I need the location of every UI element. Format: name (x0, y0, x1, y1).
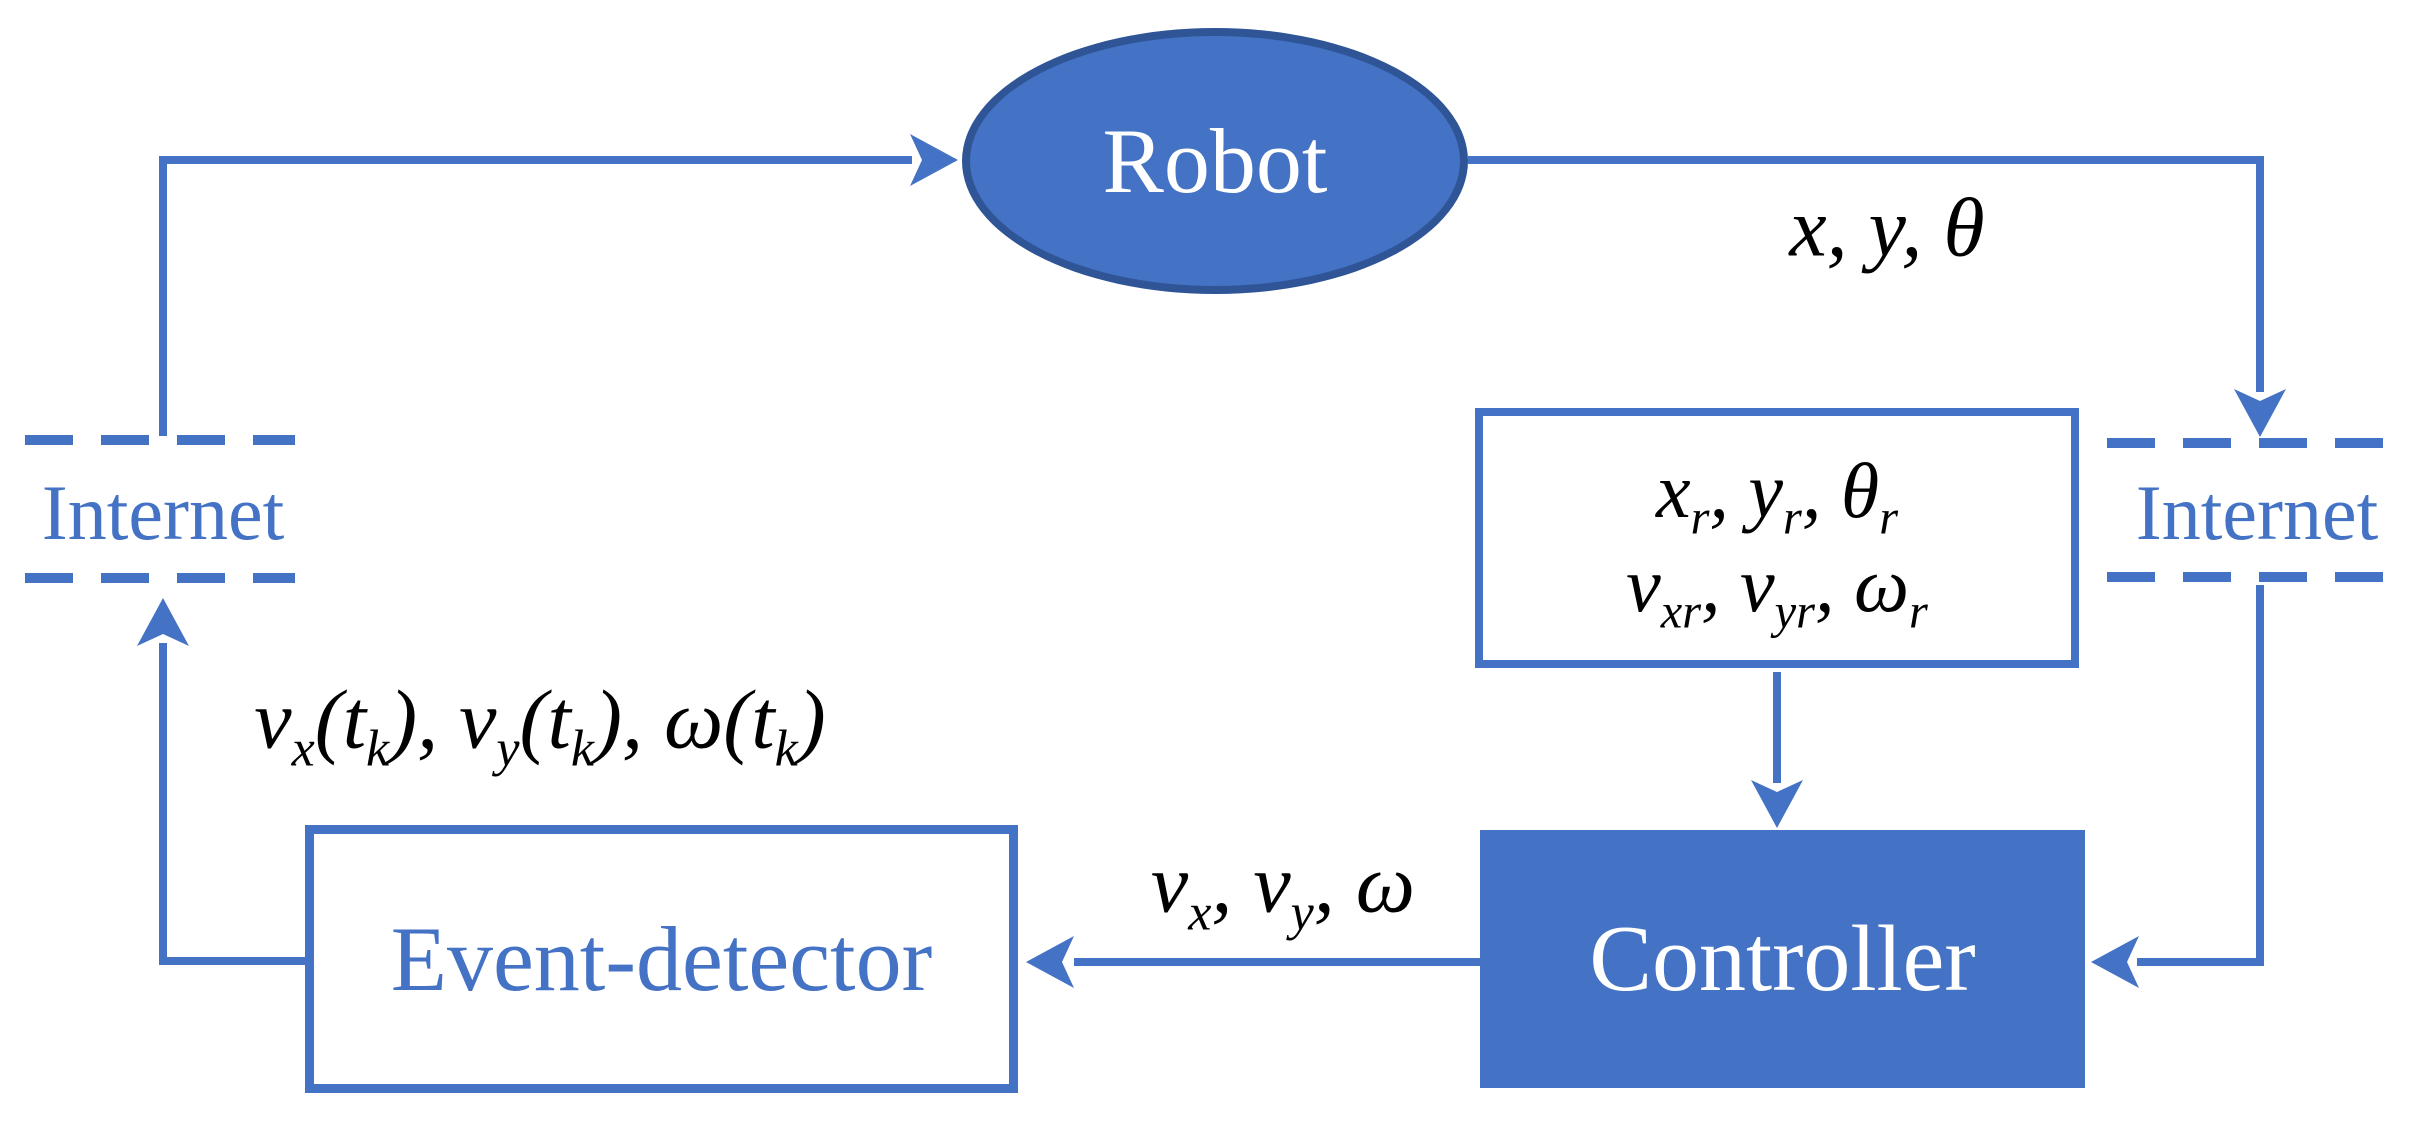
edge-label-robot-output: x, y, θ (1789, 181, 1985, 275)
robot-node: Robot (962, 28, 1468, 294)
event-detector-label: Event-detector (390, 908, 933, 1010)
internet-left-label: Internet (41, 469, 285, 556)
event-detector-node: Event-detector (305, 825, 1018, 1093)
arrowhead-into-internet-right (2234, 389, 2286, 437)
reference-input-box: xr, yr, θr vxr, vyr, ωr (1475, 408, 2079, 668)
arrowhead-into-controller-right (2091, 936, 2139, 988)
edge-label-event-detector-output: vx(tk), vy(tk), ω(tk) (254, 673, 826, 778)
reference-line-1: xr, yr, θr (1655, 447, 1899, 545)
arrowhead-into-controller-top (1751, 780, 1803, 828)
wire-event-detector-to-internet-left (159, 643, 305, 965)
reference-line-2: vxr, vyr, ωr (1626, 541, 1928, 639)
robot-label: Robot (1102, 110, 1328, 212)
arrowhead-into-robot (910, 134, 958, 186)
wire-internet-left-to-robot (159, 156, 912, 436)
edge-label-controller-output: vx, vy, ω (1150, 837, 1416, 942)
controller-label: Controller (1589, 907, 1976, 1011)
internet-right-label: Internet (2135, 469, 2379, 556)
wire-internet-right-to-controller (2137, 585, 2264, 966)
arrowhead-into-event-detector (1026, 936, 1074, 988)
controller-node: Controller (1480, 830, 2085, 1088)
wire-robot-to-internet-right (1468, 156, 2264, 392)
arrowhead-into-internet-left (137, 598, 189, 646)
